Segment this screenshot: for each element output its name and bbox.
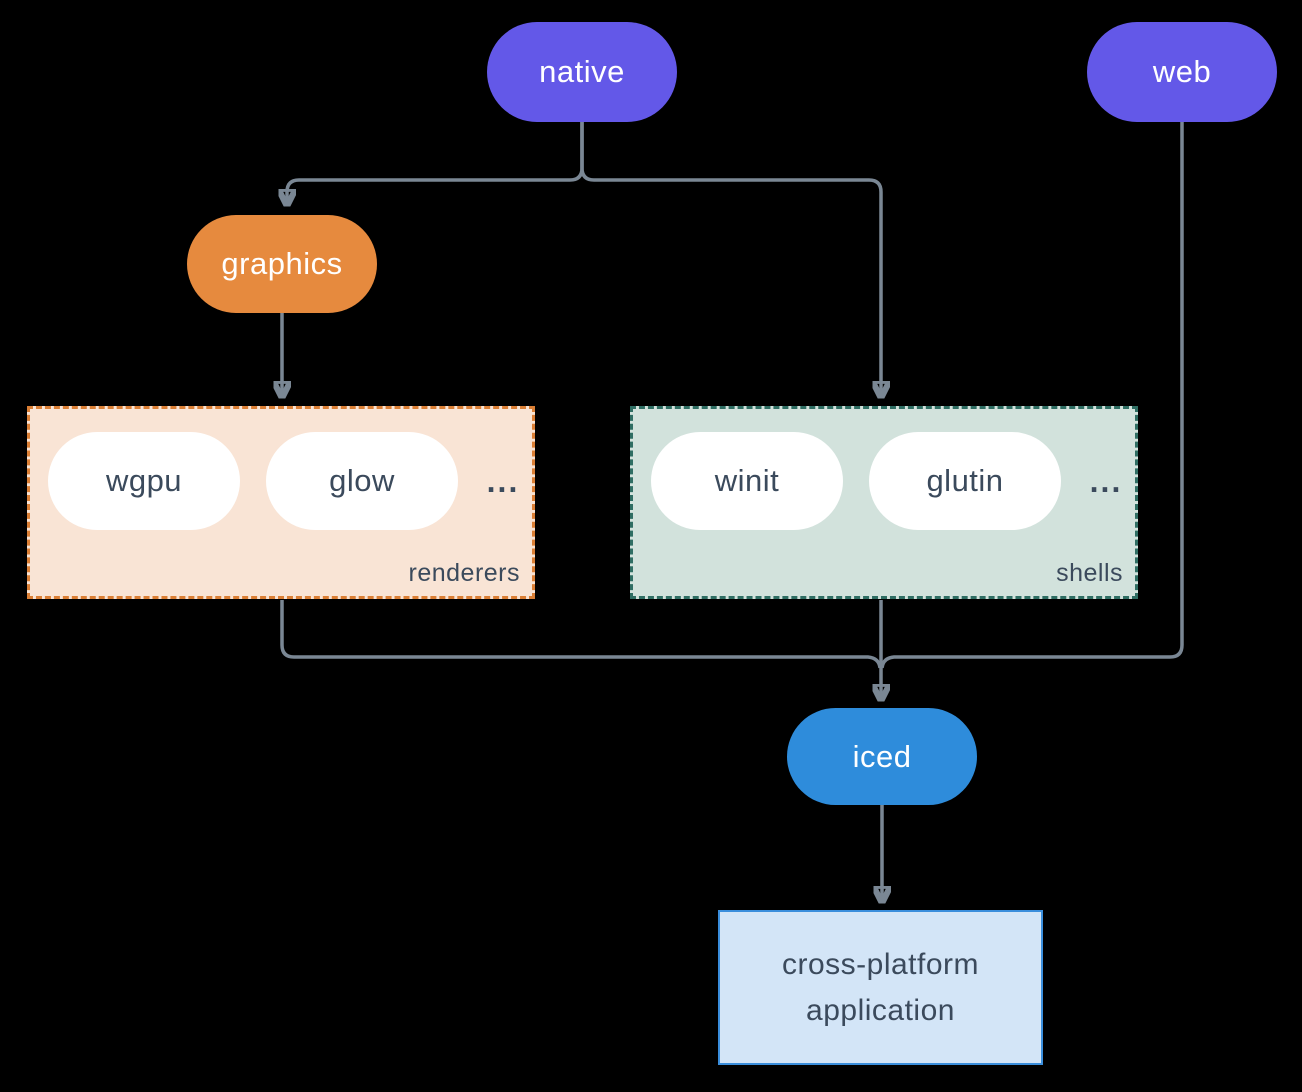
node-winit-label: winit bbox=[714, 463, 780, 498]
node-glutin-label: glutin bbox=[926, 463, 1004, 498]
node-iced-label: iced bbox=[852, 738, 912, 774]
node-iced: iced bbox=[787, 708, 977, 805]
node-wgpu-label: wgpu bbox=[105, 463, 183, 498]
node-cross-platform-application: cross-platform application bbox=[718, 910, 1043, 1065]
node-graphics: graphics bbox=[187, 215, 377, 313]
node-glow-label: glow bbox=[329, 463, 395, 498]
node-graphics-label: graphics bbox=[221, 246, 343, 281]
group-shells: winit glutin ... shells bbox=[630, 406, 1138, 599]
shells-group-label: shells bbox=[1056, 559, 1123, 587]
shells-ellipsis: ... bbox=[1089, 462, 1123, 499]
edge-native-graphics bbox=[287, 122, 584, 201]
node-glutin: glutin bbox=[869, 432, 1061, 530]
node-wgpu: wgpu bbox=[48, 432, 240, 530]
edge-renderers-merge bbox=[280, 600, 882, 669]
node-native-label: native bbox=[539, 54, 625, 89]
edge-native-shells bbox=[580, 122, 881, 393]
node-app-label: cross-platform application bbox=[781, 947, 980, 1027]
node-native: native bbox=[487, 22, 677, 122]
renderers-group-label: renderers bbox=[408, 559, 520, 587]
node-winit: winit bbox=[651, 432, 843, 530]
renderers-ellipsis: ... bbox=[486, 462, 520, 499]
node-glow: glow bbox=[266, 432, 458, 530]
node-web: web bbox=[1087, 22, 1277, 122]
group-renderers: wgpu glow ... renderers bbox=[27, 406, 535, 599]
node-web-label: web bbox=[1152, 54, 1212, 89]
